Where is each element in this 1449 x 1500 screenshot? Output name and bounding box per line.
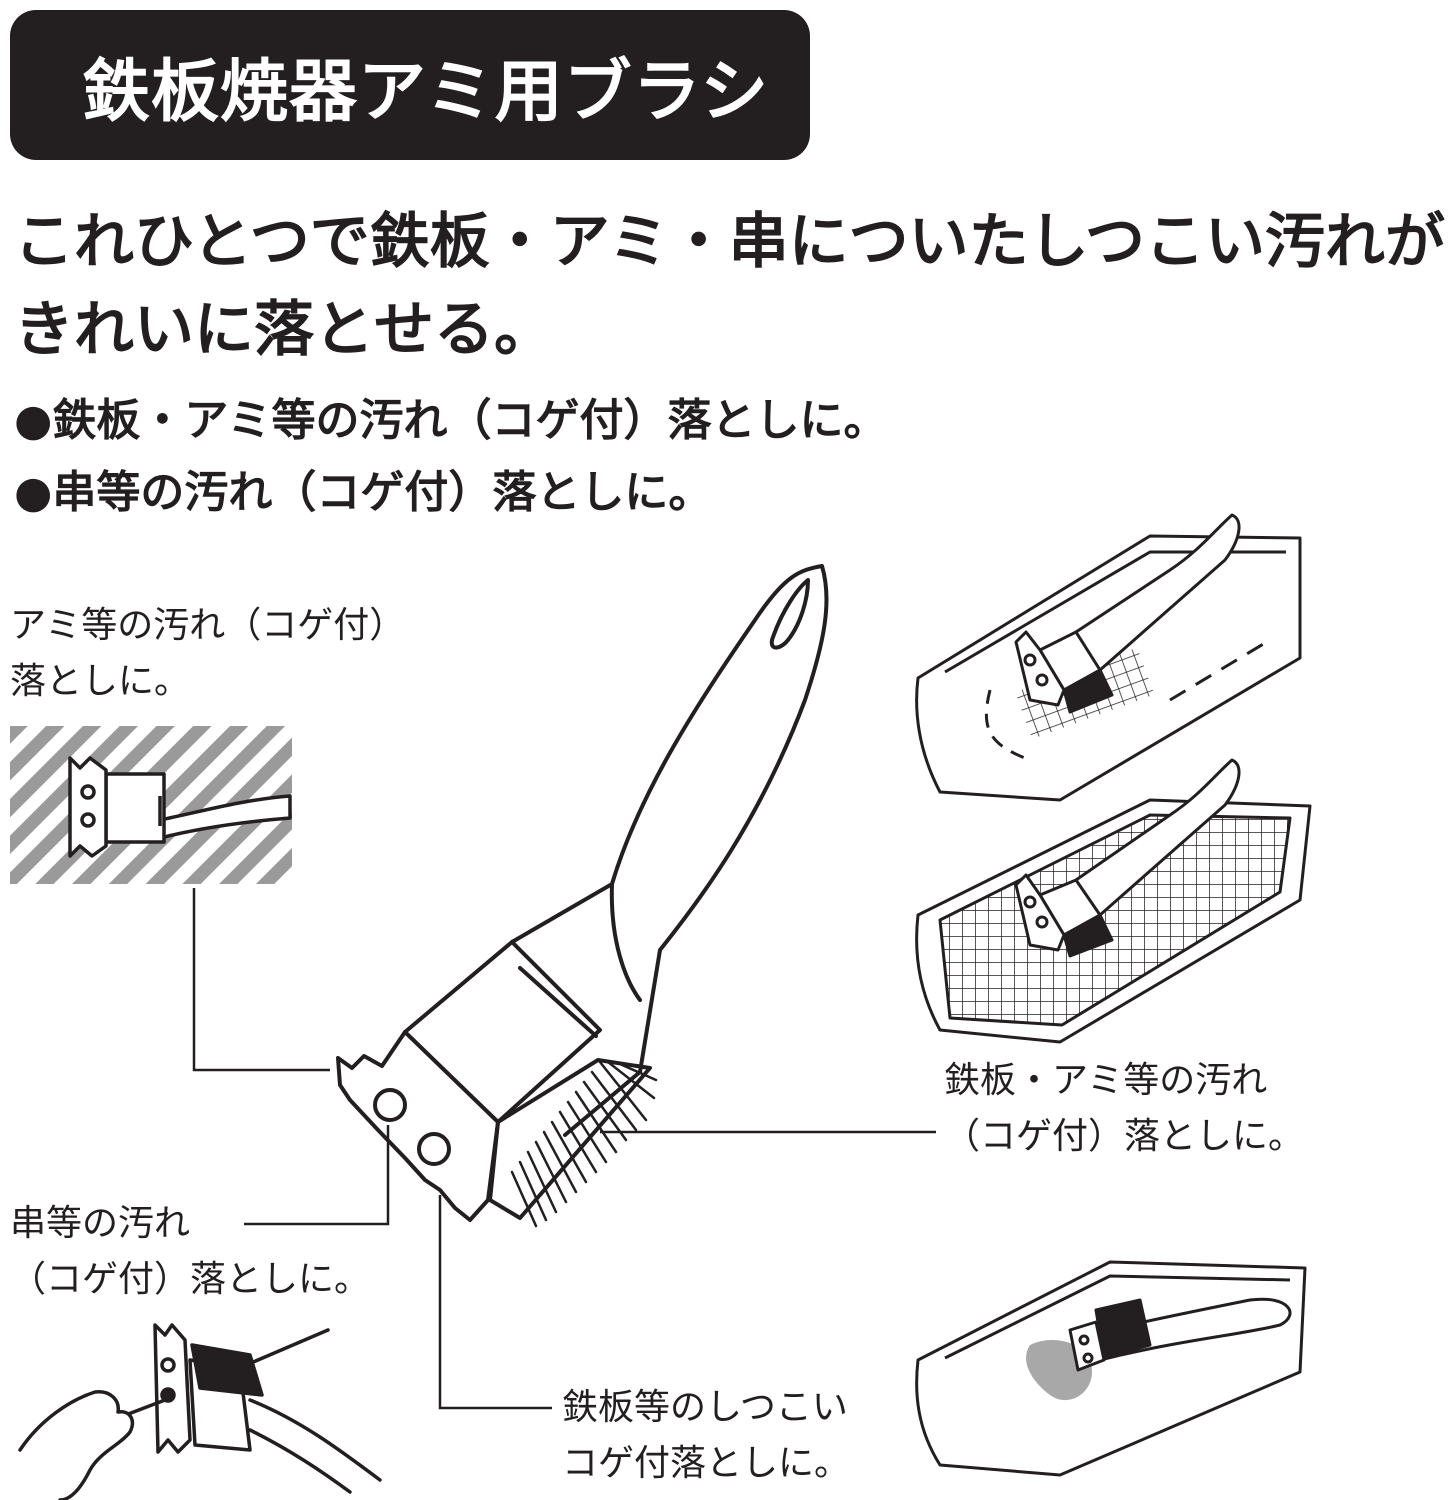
- mini-scraper-1: [68, 756, 108, 858]
- tray-2-brush-bristles: [1062, 913, 1114, 958]
- scraper-plate: [336, 1030, 500, 1222]
- callout-scraper-side: 鉄板等のしつこい コゲ付落としに。: [562, 1380, 850, 1492]
- hand-scene-scraper: [153, 1323, 192, 1454]
- hand-scene-handle-1: [248, 1398, 382, 1482]
- leader-scraper-top: [192, 888, 330, 1072]
- mini-hole-1a: [80, 784, 96, 800]
- hand-scene-bristles: [190, 1343, 264, 1397]
- hand-scene-handle-2: [248, 1428, 352, 1494]
- mini-handle-1: [158, 794, 292, 840]
- callout-scraper-top-line-2: 落としに。: [10, 661, 191, 702]
- griddle-tray-scene: [915, 513, 1302, 802]
- grate-scraping-panel: [10, 726, 292, 884]
- feature-item-skewer: ●串等の汚れ（コゲ付）落としに。: [14, 467, 713, 518]
- grill-net: [938, 813, 1292, 1027]
- tray-1-brush-handle: [1075, 513, 1241, 672]
- main-brush-illustration: [336, 564, 829, 1228]
- tray-3-brush-bristles: [1094, 1298, 1152, 1360]
- feature-list: ●鉄板・アミ等の汚れ（コゲ付）落としに。 ●串等の汚れ（コゲ付）落としに。: [14, 385, 888, 529]
- bristles: [510, 1060, 658, 1228]
- callout-holes-line-2: （コゲ付）落としに。: [10, 1259, 371, 1300]
- leader-scraper-side: [438, 1195, 552, 1410]
- hand: [18, 1390, 135, 1500]
- mini-hole-1b: [80, 812, 96, 828]
- tray-1-rim: [944, 550, 1286, 674]
- tray-3-brush-scraper: [1068, 1320, 1106, 1372]
- callout-holes: 串等の汚れ （コゲ付）落としに。: [10, 1196, 370, 1308]
- callout-holes-line-1: 串等の汚れ: [10, 1203, 191, 1244]
- page-title: 鉄板焼器アミ用ブラシ: [82, 52, 770, 132]
- grill-net-scene: [915, 758, 1312, 1044]
- headline: これひとつで鉄板・アミ・串についたしつこい汚れが きれいに落とせる。: [14, 198, 1445, 374]
- callout-bristle: 鉄板・アミ等の汚れ （コゲ付）落としに。: [944, 1053, 1304, 1165]
- bristle-block: [488, 1058, 652, 1220]
- griddle-residue-scene: [915, 1260, 1307, 1477]
- callout-scraper-side-line-2: コゲ付落としに。: [562, 1443, 851, 1484]
- brush-handle: [510, 564, 829, 1137]
- mini-shank-1: [104, 772, 166, 844]
- handle-ridge: [609, 882, 642, 1002]
- shank-line: [518, 966, 598, 1038]
- callout-scraper-side-line-1: 鉄板等のしつこい: [562, 1387, 848, 1428]
- tray-2-brush-handle: [1075, 758, 1241, 917]
- skewer-cleaning-scene: [18, 1323, 382, 1500]
- callout-scraper-top: アミ等の汚れ（コゲ付） 落としに。: [10, 598, 405, 710]
- callout-bristle-line-2: （コゲ付）落としに。: [944, 1116, 1305, 1157]
- brush-shank: [403, 940, 602, 1124]
- tray-3: [915, 1260, 1307, 1477]
- tray-3-rim: [944, 1274, 1291, 1360]
- scraper-hole-1: [373, 1088, 407, 1122]
- headline-line-1: これひとつで鉄板・アミ・串についたしつこい汚れが: [14, 207, 1445, 277]
- handle-hang-hole: [769, 578, 810, 650]
- leader-lines: [192, 888, 936, 1410]
- leader-holes: [244, 1125, 390, 1226]
- callout-bristle-line-1: 鉄板・アミ等の汚れ: [944, 1060, 1268, 1101]
- scraper-hole-2: [417, 1132, 451, 1166]
- title-banner: 鉄板焼器アミ用ブラシ: [10, 10, 810, 160]
- callout-scraper-top-line-1: アミ等の汚れ（コゲ付）: [10, 605, 406, 646]
- feature-item-griddle: ●鉄板・アミ等の汚れ（コゲ付）落としに。: [14, 395, 888, 446]
- tray-1-brush-bristles: [1062, 668, 1114, 714]
- headline-line-2: きれいに落とせる。: [14, 295, 554, 365]
- tray-1-inner: [984, 689, 1031, 762]
- tray-1-inner-2: [1169, 638, 1271, 702]
